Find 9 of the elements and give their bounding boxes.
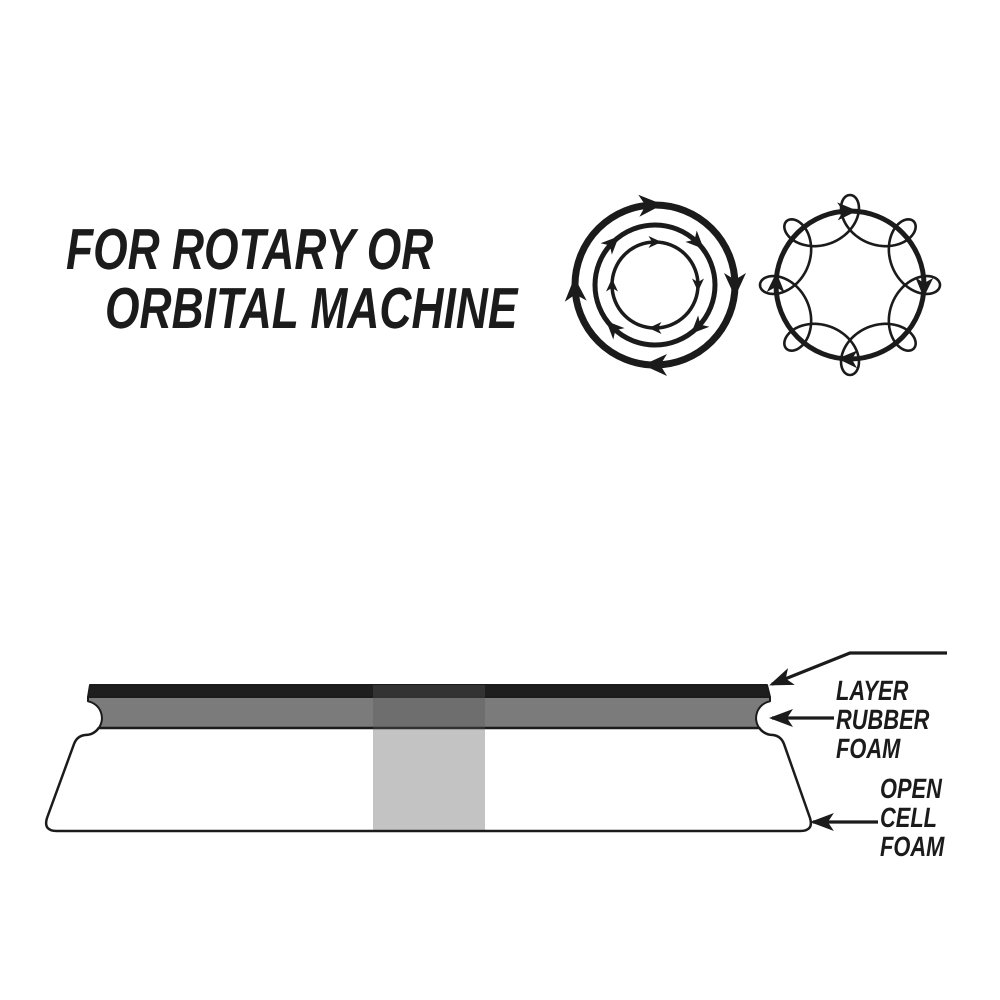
backing-layer	[87, 684, 771, 698]
heading: FOR ROTARY OR ORBITAL MACHINE	[66, 220, 520, 338]
foam-body	[44, 726, 812, 832]
part-label: LAYER RUBBER FOAM	[836, 676, 930, 763]
part-label: OPEN CELL FOAM	[880, 774, 944, 861]
leader-arrow	[769, 651, 947, 686]
leader-arrow	[769, 709, 834, 727]
leader-arrow	[810, 813, 878, 831]
rubber-foam-layer	[87, 696, 771, 729]
